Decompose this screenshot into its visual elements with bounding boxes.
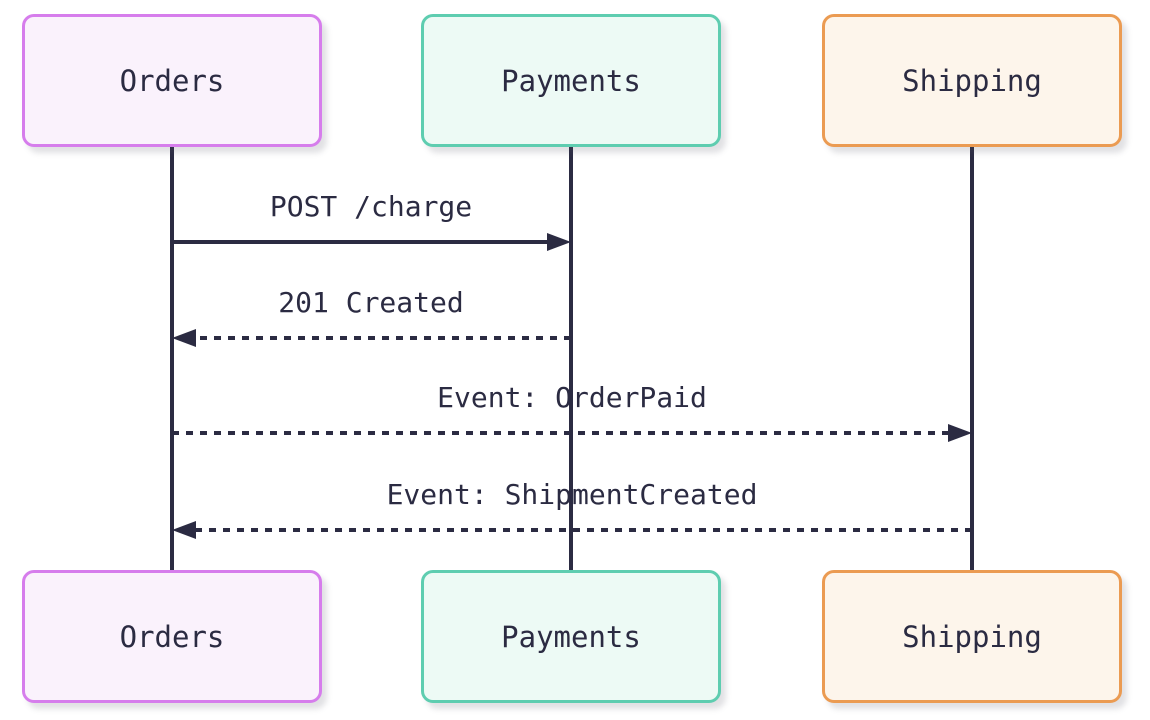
- actor-bottom-payments: Payments: [421, 570, 721, 703]
- actor-bottom-shipping: Shipping: [822, 570, 1122, 703]
- arrowhead-shipment-created: [172, 521, 196, 539]
- actor-label: Payments: [501, 63, 641, 98]
- message-label-shipment-created: Event: ShipmentCreated: [386, 478, 758, 511]
- arrowhead-201-created: [172, 329, 196, 347]
- actor-label: Orders: [119, 63, 225, 98]
- message-label-post-charge: POST /charge: [269, 190, 473, 223]
- actor-top-orders: Orders: [22, 14, 322, 147]
- actor-label: Orders: [119, 619, 225, 654]
- arrowhead-order-paid: [948, 424, 972, 442]
- arrowhead-post-charge: [547, 233, 571, 251]
- actor-top-payments: Payments: [421, 14, 721, 147]
- actor-label: Shipping: [902, 63, 1042, 98]
- actor-top-shipping: Shipping: [822, 14, 1122, 147]
- message-label-order-paid: Event: OrderPaid: [437, 381, 707, 414]
- actor-bottom-orders: Orders: [22, 570, 322, 703]
- message-label-201-created: 201 Created: [278, 286, 464, 319]
- actor-label: Payments: [501, 619, 641, 654]
- actor-label: Shipping: [902, 619, 1042, 654]
